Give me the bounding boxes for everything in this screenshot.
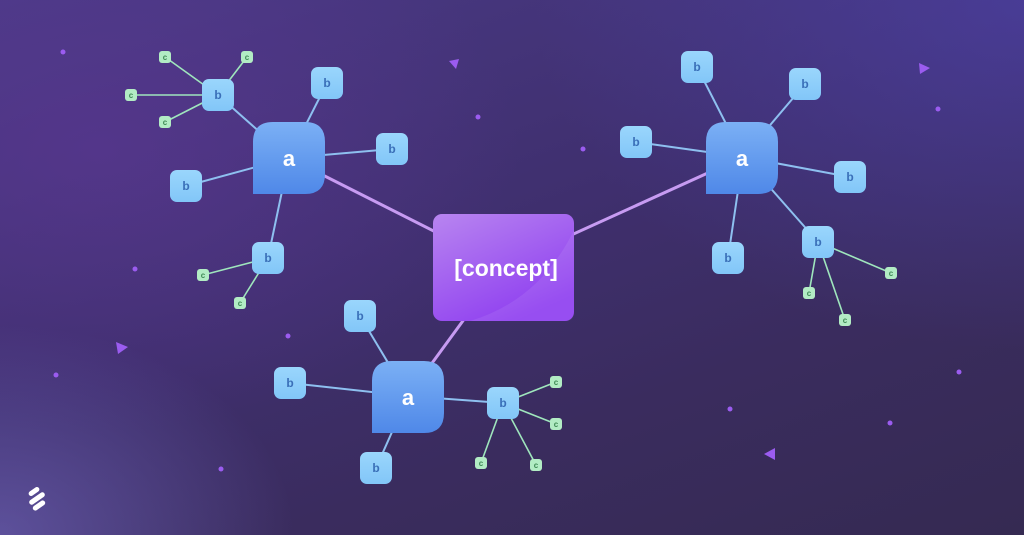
node-a-label: a — [283, 146, 296, 171]
svg-text:b: b — [214, 88, 221, 102]
svg-text:c: c — [129, 91, 134, 100]
node-b[interactable]: b — [252, 242, 284, 274]
concept-node[interactable]: [concept] — [433, 214, 574, 321]
triangle-sparkle-icon — [919, 63, 930, 74]
triangle-sparkle-icon — [449, 59, 459, 69]
node-a-label: a — [402, 385, 415, 410]
svg-text:b: b — [286, 376, 293, 390]
node-b[interactable]: b — [712, 242, 744, 274]
svg-text:c: c — [163, 53, 168, 62]
dot-sparkle-icon — [887, 420, 893, 426]
node-b[interactable]: b — [170, 170, 202, 202]
dot-sparkle-icon — [53, 372, 59, 378]
node-b[interactable]: b — [789, 68, 821, 100]
dot-sparkle-icon — [132, 266, 138, 272]
dot-sparkle-icon — [727, 406, 733, 412]
svg-text:c: c — [554, 378, 559, 387]
node-b[interactable]: b — [274, 367, 306, 399]
svg-text:c: c — [201, 271, 206, 280]
dot-sparkle-icon — [580, 146, 586, 152]
svg-text:c: c — [843, 316, 848, 325]
svg-text:c: c — [889, 269, 894, 278]
svg-text:b: b — [264, 251, 271, 265]
node-b[interactable]: b — [681, 51, 713, 83]
node-c[interactable]: c — [475, 457, 487, 469]
c-nodes: c c c c c c c c c c c c c — [125, 51, 897, 471]
node-b[interactable]: b — [344, 300, 376, 332]
svg-text:c: c — [534, 461, 539, 470]
svg-text:b: b — [846, 170, 853, 184]
dot-sparkle-icon — [475, 114, 481, 120]
dot-sparkle-icon — [935, 106, 941, 112]
node-b[interactable]: b — [360, 452, 392, 484]
background-sparkles — [53, 49, 962, 472]
dot-sparkle-icon — [60, 49, 66, 55]
concept-label: [concept] — [454, 255, 558, 281]
svg-text:c: c — [807, 289, 812, 298]
svg-text:b: b — [388, 142, 395, 156]
node-c[interactable]: c — [803, 287, 815, 299]
node-c[interactable]: c — [125, 89, 137, 101]
svg-text:c: c — [163, 118, 168, 127]
b-nodes: b b b b b b b b b b b b b b b — [170, 51, 866, 484]
svg-text:b: b — [323, 76, 330, 90]
svg-text:b: b — [499, 396, 506, 410]
node-c[interactable]: c — [530, 459, 542, 471]
node-c[interactable]: c — [550, 418, 562, 430]
svg-text:b: b — [801, 77, 808, 91]
svg-text:c: c — [245, 53, 250, 62]
node-b[interactable]: b — [620, 126, 652, 158]
node-c[interactable]: c — [241, 51, 253, 63]
node-b[interactable]: b — [202, 79, 234, 111]
svg-text:b: b — [182, 179, 189, 193]
node-b[interactable]: b — [487, 387, 519, 419]
svg-text:c: c — [238, 299, 243, 308]
node-c[interactable]: c — [234, 297, 246, 309]
svg-text:b: b — [372, 461, 379, 475]
node-b[interactable]: b — [311, 67, 343, 99]
svg-text:b: b — [814, 235, 821, 249]
node-a-label: a — [736, 146, 749, 171]
node-b[interactable]: b — [376, 133, 408, 165]
node-b[interactable]: b — [802, 226, 834, 258]
node-c[interactable]: c — [159, 51, 171, 63]
svg-text:b: b — [356, 309, 363, 323]
svg-text:c: c — [479, 459, 484, 468]
node-c[interactable]: c — [197, 269, 209, 281]
stacked-bars-logo-icon — [26, 486, 48, 512]
node-a-right[interactable]: a — [706, 122, 778, 194]
dot-sparkle-icon — [285, 333, 291, 339]
node-b[interactable]: b — [834, 161, 866, 193]
node-a-bottom[interactable]: a — [372, 361, 444, 433]
svg-text:c: c — [554, 420, 559, 429]
svg-text:b: b — [724, 251, 731, 265]
node-c[interactable]: c — [839, 314, 851, 326]
dot-sparkle-icon — [218, 466, 224, 472]
svg-text:b: b — [693, 60, 700, 74]
node-c[interactable]: c — [885, 267, 897, 279]
node-c[interactable]: c — [159, 116, 171, 128]
svg-text:b: b — [632, 135, 639, 149]
node-a-left[interactable]: a — [253, 122, 325, 194]
node-c[interactable]: c — [550, 376, 562, 388]
dot-sparkle-icon — [956, 369, 962, 375]
triangle-sparkle-icon — [764, 448, 775, 460]
triangle-sparkle-icon — [116, 342, 128, 354]
